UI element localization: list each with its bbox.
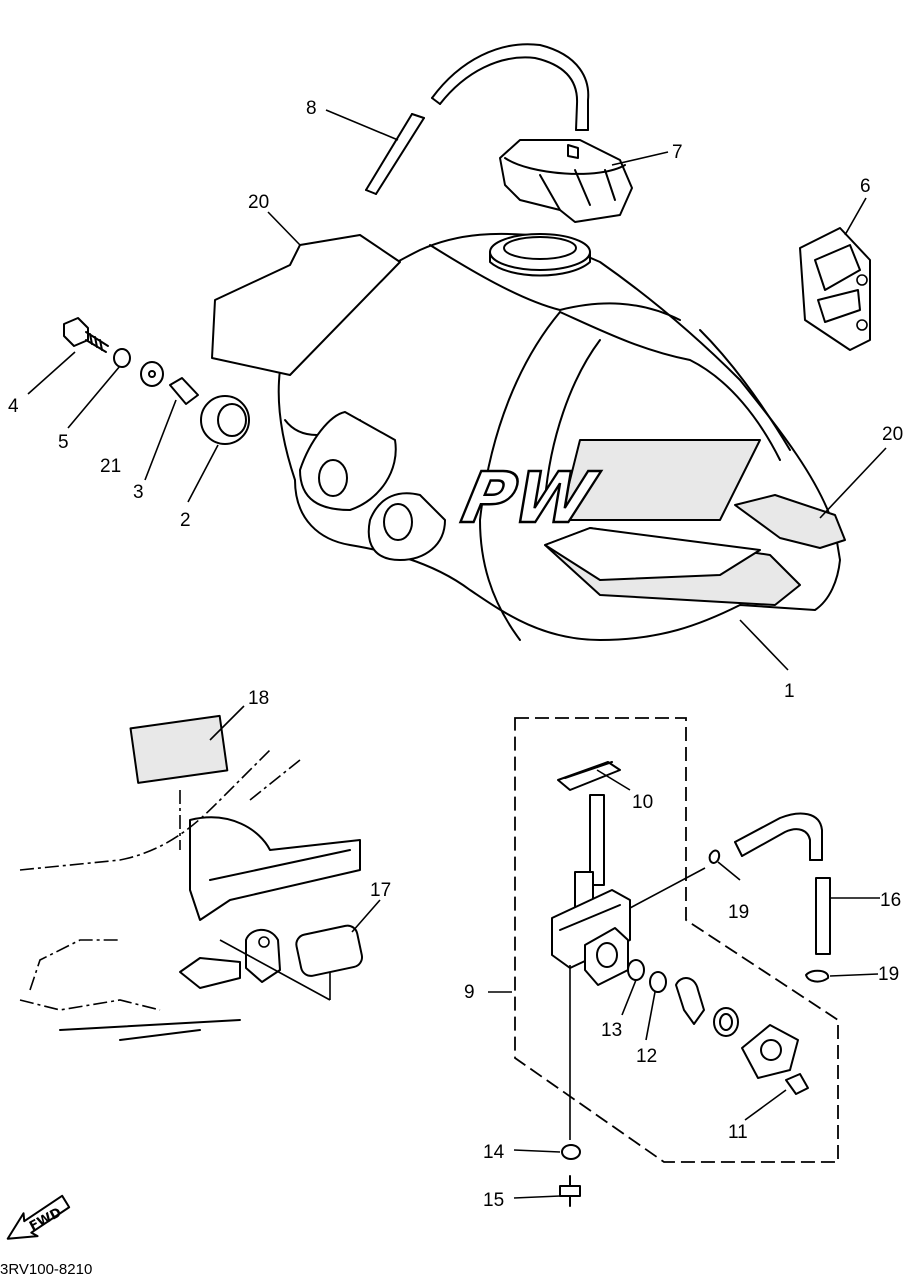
callout-19-lower: 19	[878, 964, 899, 985]
callout-5: 5	[58, 432, 69, 453]
tank-pad-left	[211, 234, 401, 376]
callout-21: 21	[100, 456, 121, 477]
leader-lines	[27, 109, 887, 1199]
callout-8: 8	[306, 98, 317, 119]
callout-18: 18	[248, 688, 269, 709]
callout-16: 16	[880, 890, 901, 911]
callout-2: 2	[180, 510, 191, 531]
diagram-code: 3RV100-8210	[0, 1261, 92, 1277]
callout-20-right: 20	[882, 424, 903, 445]
callout-17: 17	[370, 880, 391, 901]
fuel-cock-small-parts	[559, 959, 809, 1207]
fuel-cock	[551, 761, 631, 986]
bolt	[63, 317, 109, 353]
washer	[140, 361, 164, 387]
grommet	[200, 395, 250, 445]
frame-section	[19, 714, 364, 1041]
fwd-arrow-icon: FWD	[6, 1194, 71, 1240]
collar	[169, 377, 199, 405]
callout-4: 4	[8, 396, 19, 417]
lock-washer	[113, 348, 131, 368]
fuel-hose	[734, 812, 831, 955]
callout-3: 3	[133, 482, 144, 503]
hose-clip-lower	[805, 969, 830, 983]
callout-11: 11	[728, 1122, 748, 1143]
callout-14: 14	[483, 1142, 505, 1163]
tank-pad-right	[734, 494, 846, 549]
callout-13: 13	[601, 1020, 622, 1041]
callout-12: 12	[636, 1046, 657, 1067]
fuel-tank: PW	[277, 232, 841, 641]
callout-9: 9	[464, 982, 475, 1003]
breather-hose	[365, 43, 590, 195]
callout-7: 7	[672, 142, 683, 163]
callout-6: 6	[860, 176, 871, 197]
callout-15: 15	[483, 1190, 504, 1211]
fuel-cap	[499, 139, 633, 223]
tank-bracket	[799, 227, 871, 351]
hose-clip-upper	[708, 849, 721, 864]
callout-19-upper: 19	[728, 902, 749, 923]
callout-10: 10	[632, 792, 653, 813]
tank-logo: PW	[455, 457, 604, 539]
fuel-cock-group-outline	[514, 717, 839, 1163]
callout-labels: 1 2 3 4 5 6 7 8 9 10 11 12 13 14 15 16 1…	[8, 98, 903, 1211]
callout-1: 1	[784, 681, 795, 702]
callout-20-left: 20	[248, 192, 269, 213]
